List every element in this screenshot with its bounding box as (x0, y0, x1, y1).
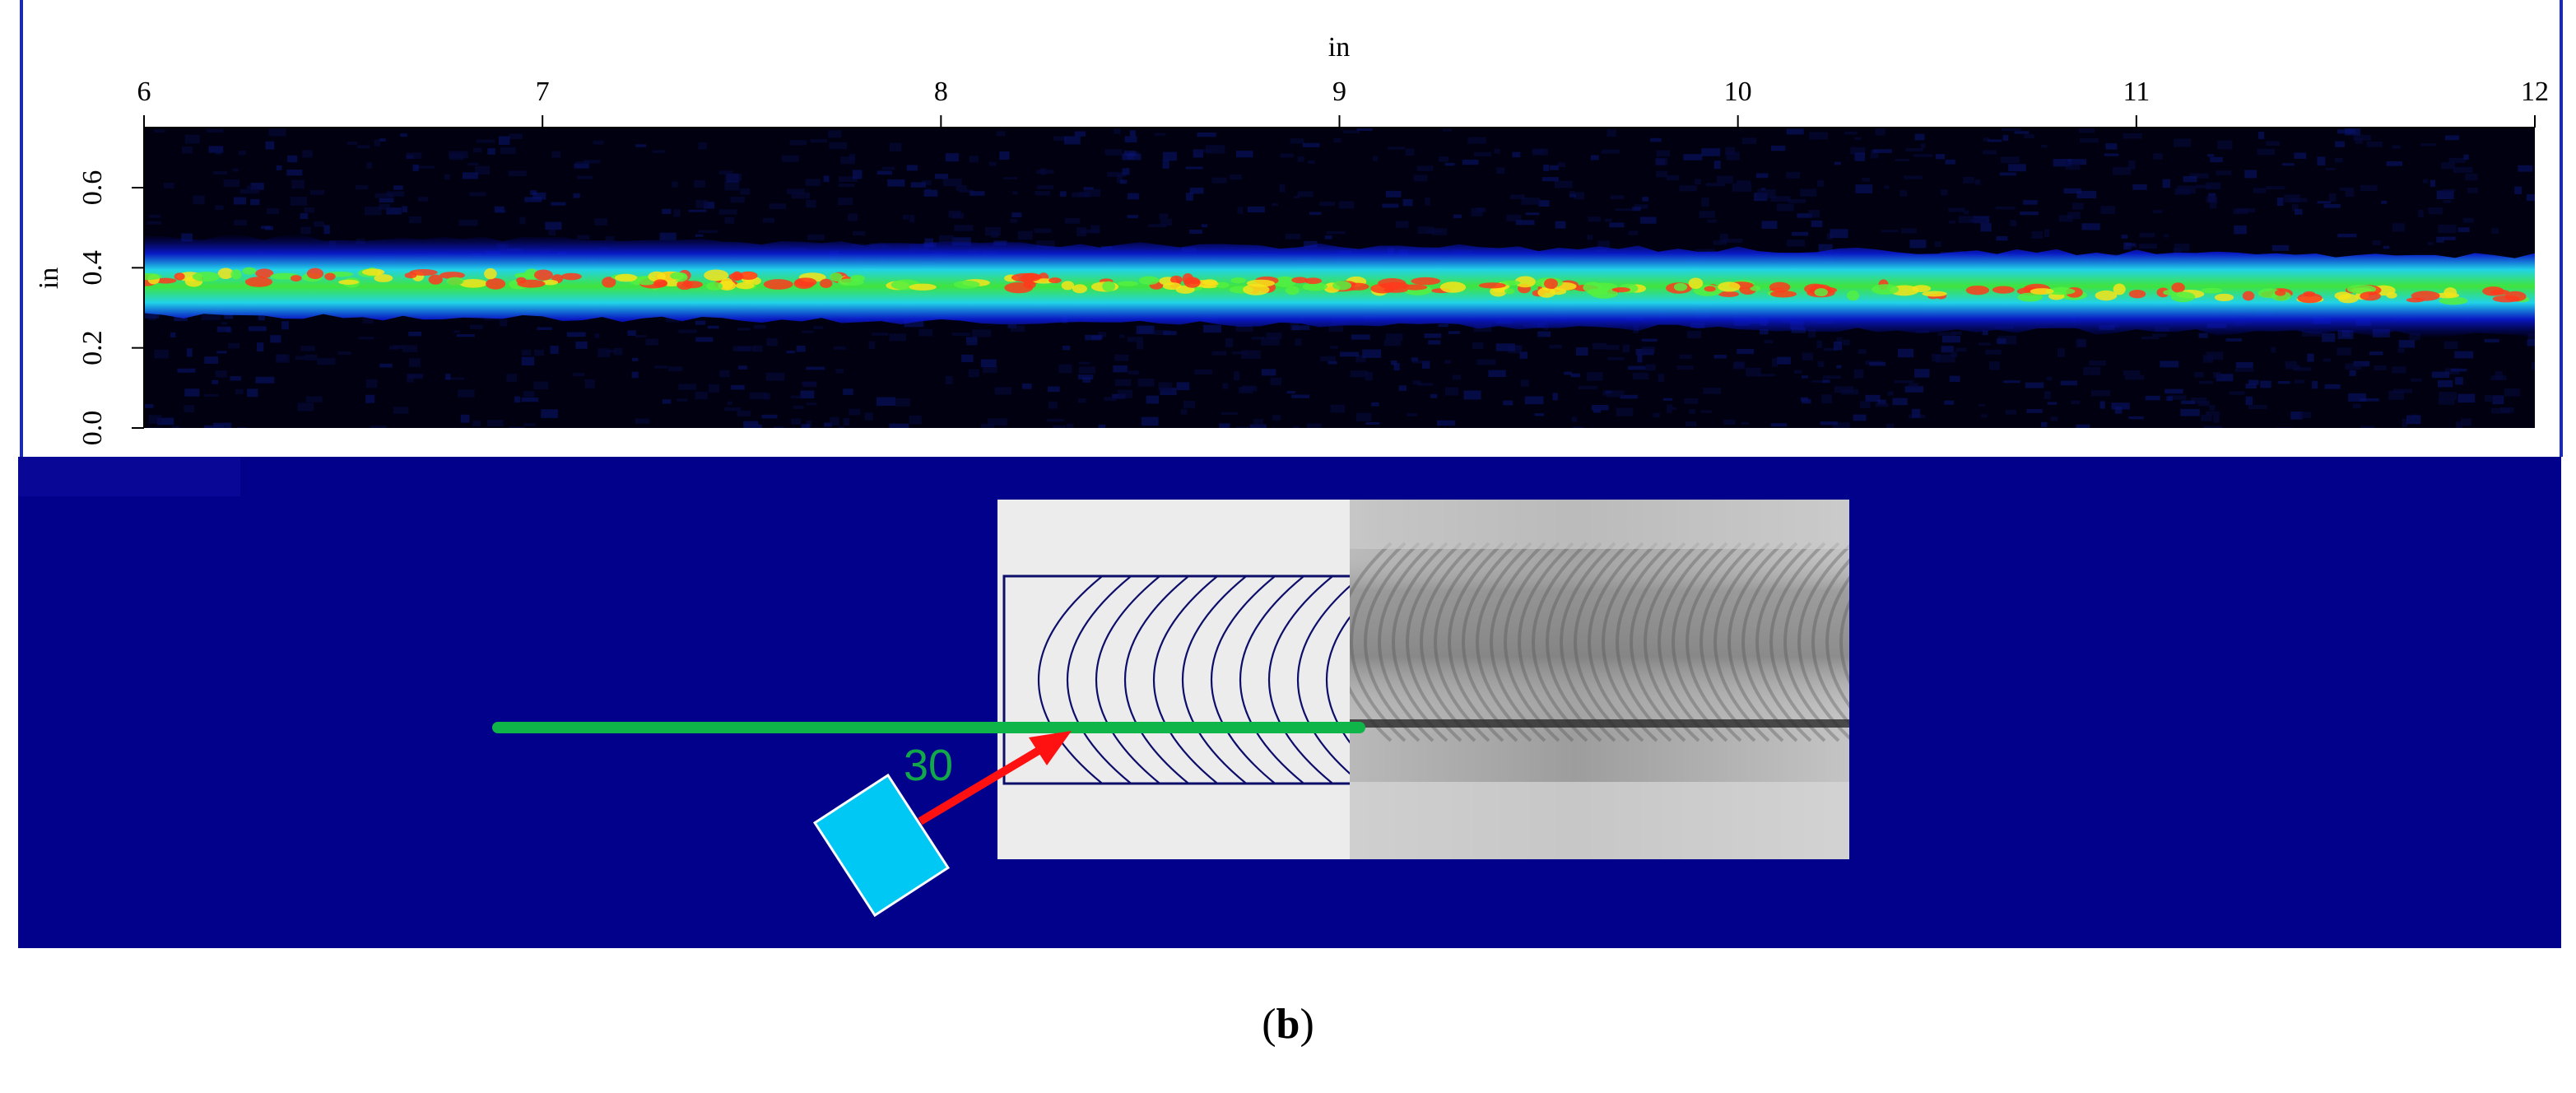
wavefront-arc (1239, 576, 1306, 784)
wavefront-arc (1066, 576, 1133, 784)
y-axis-label: in (34, 267, 64, 289)
y-tick: 0.0 (77, 411, 144, 446)
weld-peak-spots (144, 267, 2530, 305)
wavefront-arc (1210, 576, 1277, 784)
y-tick: 0.4 (77, 250, 144, 286)
weld-region (1002, 574, 1355, 785)
x-tick: 6 (137, 77, 151, 128)
y-tick: 0.2 (77, 330, 144, 365)
x-tick-label: 12 (2521, 77, 2549, 107)
panel-top-shadow (18, 457, 240, 496)
x-tick: 10 (1724, 77, 1752, 128)
x-tick-label: 6 (137, 77, 151, 107)
x-axis-ticks: 6 7 8 9 10 11 12 (137, 77, 2549, 128)
c-scan-plot: 6 7 8 9 10 11 12 0.0 0.2 0.4 0.6 in in (20, 0, 2563, 457)
wavefront-arcs (1037, 576, 1352, 784)
beam-direction-arrow (918, 731, 1072, 826)
x-tick-label: 11 (2123, 77, 2150, 107)
x-tick: 8 (934, 77, 948, 128)
y-axis-ticks: 0.0 0.2 0.4 0.6 (77, 170, 144, 446)
weld-photograph (1350, 500, 1849, 859)
wavefront-arc (1152, 576, 1220, 784)
schematic-panel: 30 (18, 457, 2561, 948)
x-tick: 9 (1332, 77, 1346, 128)
wavefront-arc (1181, 576, 1248, 784)
wavefront-arc (1037, 576, 1104, 784)
y-tick-label: 0.4 (77, 250, 108, 286)
x-tick-label: 7 (536, 77, 550, 107)
x-tick: 11 (2123, 77, 2150, 128)
x-tick-label: 9 (1332, 77, 1346, 107)
beam-angle-label: 30 (904, 741, 953, 790)
wavefront-arc (1095, 576, 1162, 784)
ultrasonic-probe (812, 773, 951, 918)
wavefront-arc (1267, 576, 1335, 784)
wavefront-arc (1325, 612, 1352, 747)
x-tick: 12 (2521, 77, 2549, 128)
x-tick-label: 10 (1724, 77, 1752, 107)
y-tick-label: 0.2 (77, 330, 108, 365)
y-tick-label: 0.6 (77, 170, 108, 206)
x-axis-label: in (1328, 32, 1350, 63)
y-tick-label: 0.0 (77, 411, 108, 446)
wavefront-arc (1123, 576, 1191, 784)
x-tick: 7 (536, 77, 550, 128)
caption-letter: b (1276, 1001, 1300, 1048)
x-tick-label: 8 (934, 77, 948, 107)
wavefront-arc (1296, 583, 1352, 777)
figure-caption: (b) (1262, 1001, 1314, 1048)
y-tick: 0.6 (77, 170, 144, 206)
